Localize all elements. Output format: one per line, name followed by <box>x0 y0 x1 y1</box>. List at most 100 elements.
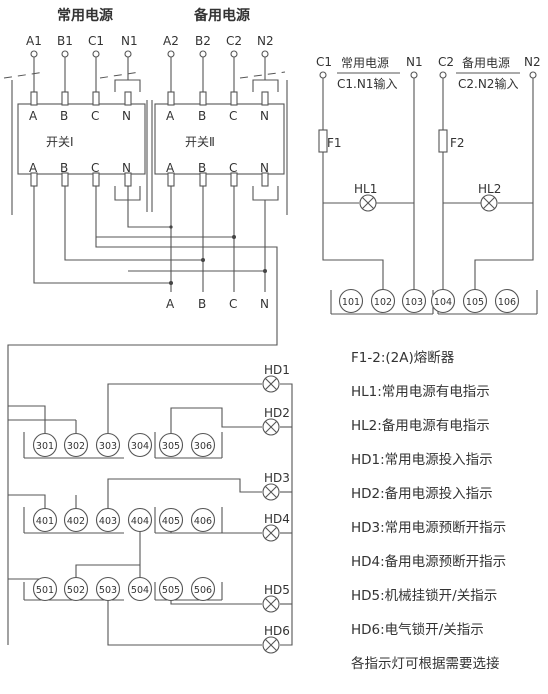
legend-item: HD3:常用电源预断开指示 <box>351 520 506 536</box>
svg-text:C: C <box>229 161 237 175</box>
svg-text:A: A <box>166 297 175 311</box>
lamp-hd6-icon <box>262 636 280 654</box>
switch-brackets <box>11 80 288 215</box>
label-C1: C1 <box>88 34 104 48</box>
output-labels: A B C N <box>166 297 269 311</box>
svg-text:A: A <box>166 109 175 123</box>
lamp-hl2-icon <box>480 194 498 212</box>
switch-2-label: 开关Ⅱ <box>185 135 215 149</box>
svg-text:306: 306 <box>194 441 212 452</box>
svg-text:HL1: HL1 <box>354 182 377 196</box>
svg-text:HD1: HD1 <box>264 363 290 377</box>
svg-text:505: 505 <box>162 585 180 596</box>
legend-item: HD2:备用电源投入指示 <box>351 485 493 502</box>
svg-text:常用电源: 常用电源 <box>341 56 389 70</box>
fuse-2 <box>438 129 448 153</box>
svg-text:C1: C1 <box>316 55 332 69</box>
svg-text:C: C <box>229 297 237 311</box>
svg-text:C2: C2 <box>438 55 454 69</box>
label-N2: N2 <box>257 34 274 48</box>
svg-text:303: 303 <box>99 441 117 452</box>
svg-text:106: 106 <box>498 297 516 308</box>
svg-text:A: A <box>166 161 175 175</box>
legend-item: HD5:机械挂锁开/关指示 <box>351 588 497 604</box>
svg-text:A: A <box>29 109 38 123</box>
label-B1: B1 <box>57 34 73 48</box>
main-source-heading: 常用电源 <box>57 7 113 24</box>
svg-text:A: A <box>29 161 38 175</box>
lamp-hd3-icon <box>262 483 280 501</box>
svg-text:HD5: HD5 <box>264 583 290 597</box>
switch-1-label: 开关Ⅰ <box>46 135 74 149</box>
svg-text:B: B <box>198 109 206 123</box>
svg-text:402: 402 <box>67 516 85 527</box>
legend-item: HD1:常用电源投入指示 <box>351 452 493 468</box>
svg-text:B: B <box>198 297 206 311</box>
svg-text:B: B <box>60 109 68 123</box>
svg-text:301: 301 <box>36 441 54 452</box>
legend-item: HL2:备用电源有电指示 <box>351 417 490 434</box>
svg-text:F1: F1 <box>327 136 342 150</box>
svg-text:HD6: HD6 <box>264 624 290 638</box>
svg-text:备用电源: 备用电源 <box>462 56 510 70</box>
svg-text:N: N <box>122 109 131 123</box>
legend-item: F1-2:(2A)熔断器 <box>351 350 455 366</box>
legend-item: HD4:备用电源预断开指示 <box>351 553 506 570</box>
svg-text:501: 501 <box>36 585 54 596</box>
svg-text:B: B <box>60 161 68 175</box>
svg-text:302: 302 <box>67 441 85 452</box>
lamp-hd4-icon <box>262 524 280 542</box>
svg-text:N: N <box>260 161 269 175</box>
svg-text:404: 404 <box>131 516 149 527</box>
svg-text:HD4: HD4 <box>264 512 290 526</box>
svg-text:503: 503 <box>99 585 117 596</box>
input-labels: A1 B1 C1 N1 A2 B2 C2 N2 <box>26 34 274 48</box>
svg-text:F2: F2 <box>450 136 465 150</box>
svg-text:N2: N2 <box>524 55 541 69</box>
source-indicator-wiring <box>318 71 538 315</box>
svg-text:N: N <box>260 109 269 123</box>
terminal-strip-100: 101 102 103 104 105 106 <box>338 288 520 314</box>
legend-item: HL1:常用电源有电指示 <box>351 384 490 400</box>
label-A2: A2 <box>163 34 179 48</box>
junction-dots <box>169 225 267 285</box>
svg-text:405: 405 <box>162 516 180 527</box>
interlock-dashes <box>3 71 286 79</box>
svg-text:N1: N1 <box>406 55 423 69</box>
svg-text:102: 102 <box>374 297 392 308</box>
indicator-strip-brackets <box>23 432 223 601</box>
label-N1: N1 <box>121 34 138 48</box>
label-B2: B2 <box>195 34 211 48</box>
backup-source-heading: 备用电源 <box>193 7 250 24</box>
svg-text:403: 403 <box>99 516 117 527</box>
svg-text:101: 101 <box>342 297 360 308</box>
svg-text:HL2: HL2 <box>478 182 501 196</box>
svg-text:C: C <box>91 161 99 175</box>
svg-text:304: 304 <box>131 441 149 452</box>
lamp-hl1-icon <box>359 194 377 212</box>
svg-text:B: B <box>198 161 206 175</box>
indicator-wiring <box>8 383 293 646</box>
svg-text:C: C <box>229 109 237 123</box>
svg-text:502: 502 <box>67 585 85 596</box>
lamp-labels: HD1 HD2 HD3 HD4 HD5 HD6 <box>264 363 290 638</box>
switch-2-box <box>154 103 285 175</box>
fuse-1 <box>318 129 328 153</box>
switch-phase-letters-bottom: A B C N A B C N <box>29 161 269 175</box>
switch-phase-letters-top: A B C N A B C N <box>29 109 269 123</box>
legend-item: 各指示灯可根据需要选接 <box>351 655 500 672</box>
svg-text:C: C <box>91 109 99 123</box>
lamp-hd1-icon <box>262 375 280 393</box>
switch-1-box <box>17 103 146 175</box>
label-A1: A1 <box>26 34 42 48</box>
svg-text:HD3: HD3 <box>264 471 290 485</box>
source-indicator-labels: C1 N1 C2 N2 常用电源 备用电源 C1.N1输入 C2.N2输入 F1… <box>316 55 541 196</box>
svg-text:406: 406 <box>194 516 212 527</box>
svg-text:N: N <box>260 297 269 311</box>
legend: F1-2:(2A)熔断器 HL1:常用电源有电指示 HL2:备用电源有电指示 H… <box>351 350 506 672</box>
lamp-hd2-icon <box>262 418 280 436</box>
